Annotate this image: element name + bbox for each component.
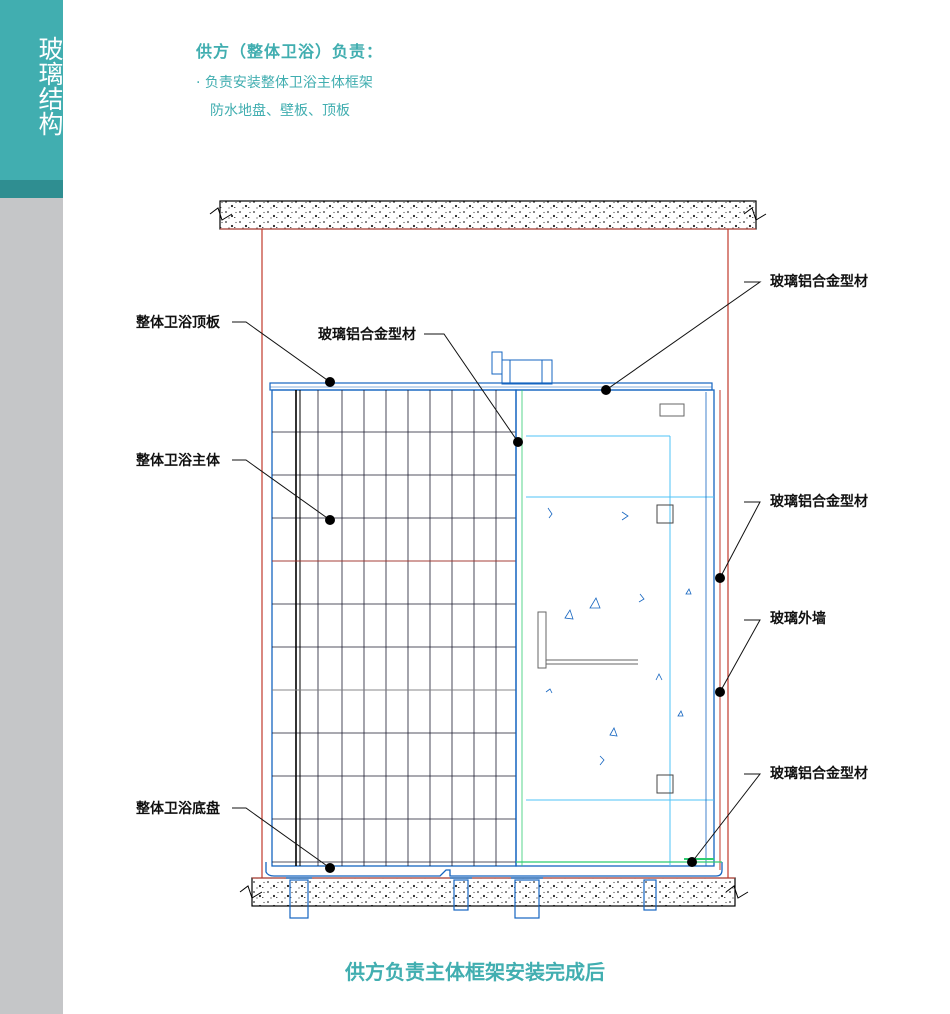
label-profile-top-right: 玻璃铝合金型材: [770, 273, 868, 290]
label-ceiling-panel: 整体卫浴顶板: [135, 314, 221, 331]
intro-heading: 供方（整体卫浴）负责：: [196, 42, 384, 61]
diagram-caption: 供方负责主体框架安装完成后: [345, 960, 605, 984]
label-profile-center: 玻璃铝合金型材: [318, 326, 416, 343]
ceiling-slab: [209, 200, 767, 230]
sidebar-accent-strip: [0, 180, 63, 198]
intro-block: 供方（整体卫浴）负责： · 负责安装整体卫浴主体框架 防水地盘、壁板、顶板: [196, 38, 383, 120]
bathroom-left-wall-grid: [271, 389, 517, 867]
sidebar-accent-block: [0, 0, 63, 180]
label-profile-mid-right: 玻璃铝合金型材: [770, 493, 868, 510]
sidebar: 玻璃结构: [0, 0, 64, 1014]
label-glass-wall: 玻璃外墙: [770, 610, 826, 627]
callout-leaders: [232, 281, 762, 869]
floor-slab: [239, 877, 749, 907]
callout-dots: [325, 377, 725, 873]
label-body: 整体卫浴主体: [135, 452, 221, 469]
glass-outer-wall: [261, 229, 729, 878]
label-base-tray: 整体卫浴底盘: [135, 800, 220, 817]
label-profile-bottom-right: 玻璃铝合金型材: [770, 765, 868, 782]
bathroom-glass-door: [515, 389, 715, 867]
sidebar-title: 玻璃结构: [35, 36, 64, 136]
exhaust-fan-unit: [491, 351, 553, 385]
drain-pipes: [286, 877, 657, 919]
intro-continuation: 防水地盘、壁板、顶板: [210, 103, 350, 119]
bathroom-ceiling-panel: [269, 382, 713, 391]
intro-bullet: · 负责安装整体卫浴主体框架: [196, 75, 373, 91]
